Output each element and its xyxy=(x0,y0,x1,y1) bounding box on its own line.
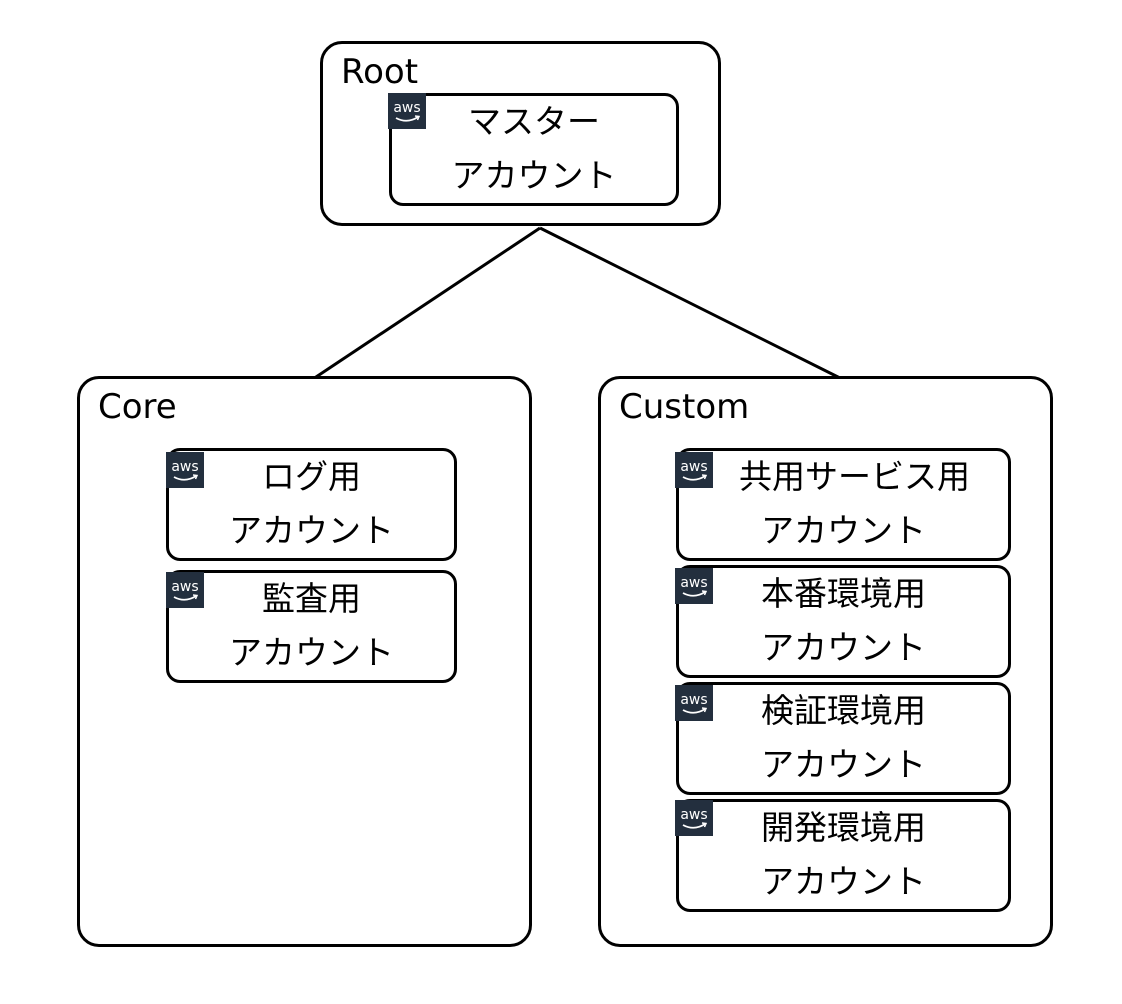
svg-text:aws: aws xyxy=(393,100,420,116)
aws-logo-icon: aws xyxy=(675,685,713,721)
aws-logo-icon: aws xyxy=(166,572,204,608)
svg-text:aws: aws xyxy=(680,575,707,591)
aws-logo-icon: aws xyxy=(675,452,713,488)
connector-root-to-core xyxy=(312,226,541,381)
account-type: アカウント xyxy=(761,628,926,667)
account-name: 本番環境用 xyxy=(761,574,926,613)
aws-logo-icon: aws xyxy=(675,568,713,604)
aws-logo-icon: aws xyxy=(388,93,426,129)
account-name: 開発環境用 xyxy=(761,808,926,847)
shared-services-account-box: 共用サービス用 アカウント xyxy=(676,448,1011,561)
account-type: アカウント xyxy=(451,156,617,195)
account-name: マスター xyxy=(468,102,600,141)
log-account-box: ログ用 アカウント xyxy=(166,448,457,561)
core-ou-label: Core xyxy=(98,387,177,427)
account-type: アカウント xyxy=(761,745,926,784)
root-ou-label: Root xyxy=(341,52,419,92)
account-name: ログ用 xyxy=(262,457,361,496)
master-account-box: マスター アカウント xyxy=(389,93,679,206)
audit-account-box: 監査用 アカウント xyxy=(166,570,457,683)
account-name: 共用サービス用 xyxy=(739,457,970,496)
development-account-box: 開発環境用 アカウント xyxy=(676,799,1011,912)
svg-text:aws: aws xyxy=(680,459,707,475)
account-name: 検証環境用 xyxy=(761,691,926,730)
account-name: 監査用 xyxy=(262,579,361,618)
account-type: アカウント xyxy=(229,633,394,672)
aws-logo-icon: aws xyxy=(675,800,713,836)
svg-text:aws: aws xyxy=(680,807,707,823)
account-type: アカウント xyxy=(761,511,926,550)
aws-logo-icon: aws xyxy=(166,452,204,488)
account-type: アカウント xyxy=(761,862,926,901)
svg-text:aws: aws xyxy=(680,692,707,708)
connector-root-to-custom xyxy=(539,226,843,381)
svg-text:aws: aws xyxy=(171,579,198,595)
staging-account-box: 検証環境用 アカウント xyxy=(676,682,1011,795)
account-type: アカウント xyxy=(229,511,394,550)
svg-text:aws: aws xyxy=(171,459,198,475)
custom-ou-label: Custom xyxy=(619,387,750,427)
production-account-box: 本番環境用 アカウント xyxy=(676,565,1011,678)
